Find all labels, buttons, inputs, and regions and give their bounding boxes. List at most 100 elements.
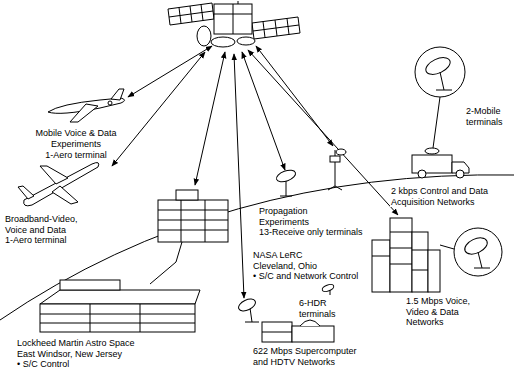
city-buildings [412, 232, 428, 292]
satellite [252, 17, 300, 39]
magnifier-city [440, 228, 502, 276]
aero-terminal-airliner [52, 186, 78, 204]
magnifier-city [440, 245, 454, 249]
mobile-truck [425, 148, 439, 154]
magnifier-mobile [415, 47, 465, 97]
aero-terminal-jet [48, 89, 125, 122]
control-tower [335, 186, 342, 190]
mobile-truck [418, 170, 426, 178]
magnifier-city [454, 228, 502, 276]
terminal-label: Mobile Voice & Data Experiments [34, 128, 118, 149]
mobile-truck [412, 148, 469, 178]
lockheed-building [60, 280, 120, 290]
satellite [197, 26, 211, 46]
lockheed-building [140, 304, 141, 332]
aero-terminal-jet [111, 89, 124, 100]
lockheed-building [40, 280, 200, 332]
lockheed-building [90, 304, 91, 332]
propagation-dish [280, 196, 292, 197]
supercomputer-site [292, 326, 334, 342]
lockheed-building [40, 290, 200, 304]
link-arrow [242, 52, 285, 170]
site-label: Lockheed Martin Astro Space East Windsor… [16, 338, 153, 359]
nasa-building [158, 220, 228, 221]
control-tower [335, 150, 336, 186]
aero-terminal-airliner [18, 186, 34, 199]
terminal-count: 2-Mobile terminals [465, 106, 511, 127]
satellite [214, 4, 252, 34]
experiment-label: Propagation Experiments [258, 206, 322, 227]
hdr-dish [321, 283, 334, 295]
magnifier-city [478, 252, 482, 268]
control-tower [330, 156, 340, 162]
aero-terminal-airliner [40, 166, 68, 184]
city-buildings [372, 256, 390, 257]
terminal-count: 1-Aero terminal [44, 150, 108, 161]
lockheed-building [40, 323, 195, 324]
terminal-count: 6-HDR terminals [298, 298, 344, 319]
satellite [211, 37, 235, 47]
aero-terminal-airliner [24, 163, 99, 206]
nasa-building [158, 210, 228, 211]
magnifier-mobile [415, 47, 465, 148]
control-tower [328, 186, 335, 190]
city-buildings [412, 270, 428, 271]
city-buildings [390, 264, 412, 265]
mobile-truck [412, 155, 452, 173]
magnifier-city [462, 235, 490, 258]
hdr-dish [321, 283, 334, 293]
nasa-building [150, 242, 182, 284]
lockheed-building [40, 304, 195, 332]
aero-terminal-jet [108, 101, 112, 105]
city-buildings [390, 232, 412, 233]
lockheed-building [40, 314, 195, 315]
city-buildings [390, 248, 412, 249]
mobile-truck [456, 170, 464, 178]
satellite [238, 1, 239, 4]
nasa-building [176, 190, 198, 200]
link-arrow [112, 52, 205, 166]
propagation-dish [275, 168, 297, 196]
aero-terminal-airliner [18, 163, 99, 206]
city-buildings [428, 250, 440, 292]
magnifier-mobile [436, 90, 452, 91]
nasa-building [158, 230, 228, 231]
supercomputer-site [262, 332, 292, 333]
terminal-count: 13-Receive only terminals [258, 227, 364, 238]
nasa-building [150, 190, 228, 284]
satellite [169, 11, 213, 17]
site-label: NASA LeRC Cleveland, Ohio [252, 250, 332, 271]
magnifier-mobile [423, 54, 452, 78]
city-buildings [372, 240, 390, 292]
supercomputer-site [237, 297, 258, 314]
aero-terminal-jet [70, 104, 98, 122]
supercomputer-site [300, 320, 320, 326]
link-arrow [128, 46, 212, 97]
control-tower [336, 149, 346, 155]
propagation-dish [286, 180, 287, 196]
satellite [168, 1, 300, 47]
nasa-building [205, 200, 206, 242]
site-role: • S/C Control [16, 359, 70, 370]
city-buildings [372, 218, 440, 292]
magnifier-mobile [433, 97, 440, 148]
satellite [168, 3, 214, 25]
link-arrow [195, 52, 225, 185]
magnifier-city [474, 268, 490, 269]
nasa-building [181, 200, 182, 242]
satellite [253, 25, 299, 31]
city-buildings [390, 218, 412, 292]
network-label: 2 kbps Control and Data Acquisition Netw… [390, 186, 510, 207]
propagation-dish [275, 168, 297, 184]
magnifier-mobile [440, 72, 444, 90]
satellite [237, 37, 255, 45]
supercomputer-site [250, 308, 252, 322]
terminal-label: Broadband-Video, Voice and Data [4, 214, 88, 235]
terminal-count: 1-Aero terminal [4, 235, 68, 246]
network-label: 1.5 Mbps Voice, Video & Data Networks [405, 296, 481, 328]
link-arrow [256, 46, 333, 146]
satellite [233, 4, 234, 34]
supercomputer-site [262, 322, 292, 342]
